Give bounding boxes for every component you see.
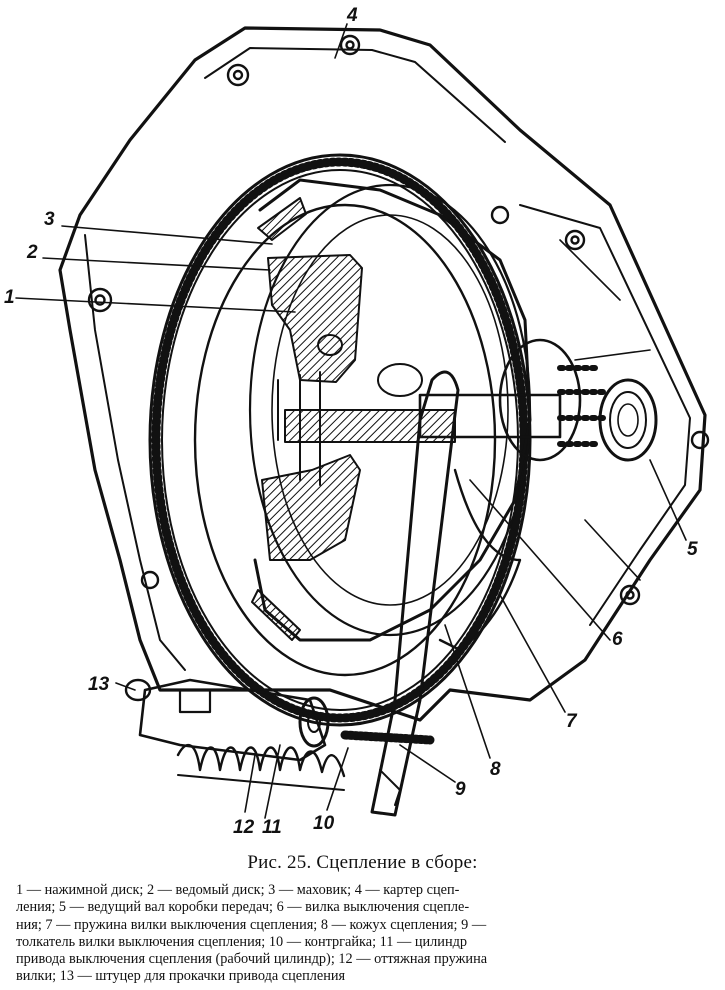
clutch-drawing — [15, 23, 710, 819]
callout-3: 3 — [44, 209, 55, 230]
callout-6: 6 — [612, 629, 623, 650]
callout-13: 13 — [88, 674, 110, 695]
flywheel-ring-gear — [148, 153, 532, 727]
figure-legend: 1 — нажимной диск; 2 — ведомый диск; 3 —… — [16, 882, 716, 986]
legend-line: вилки; 13 — штуцер для прокачки привода … — [16, 968, 346, 985]
callout-4: 4 — [347, 5, 358, 26]
legend-line: толкатель вилки выключения сцепления; 10… — [16, 933, 468, 950]
legend-line: ния; 7 — пружина вилки выключения сцепле… — [16, 916, 487, 933]
release-fork — [340, 370, 460, 817]
callout-11: 11 — [262, 817, 282, 838]
callout-10: 10 — [313, 813, 335, 834]
housing-bolt-holes — [87, 34, 710, 606]
callout-8: 8 — [490, 759, 501, 780]
legend-line: ления; 5 — ведущий вал коробки передач; … — [16, 899, 470, 916]
fork-spring — [438, 468, 522, 652]
legend-line: 1 — нажимной диск; 2 — ведомый диск; 3 —… — [16, 882, 460, 898]
callout-5: 5 — [687, 539, 698, 560]
legend-line: привода выключения сцепления (рабочий ци… — [16, 951, 488, 968]
input-shaft — [418, 338, 658, 462]
clutch-housing — [58, 26, 707, 722]
callout-1: 1 — [4, 287, 15, 308]
figure-caption: Рис. 25. Сцепление в сборе: — [247, 852, 478, 873]
slave-cylinder-assembly — [124, 678, 346, 791]
clutch-cover — [248, 178, 532, 642]
callout-2: 2 — [27, 242, 38, 263]
pressure-and-driven-discs — [261, 254, 456, 561]
leader-lines — [15, 23, 687, 819]
callout-9: 9 — [455, 779, 466, 800]
clutch-assembly-illustration: 4 3 2 1 5 6 7 8 9 10 11 12 13 — [4, 5, 710, 838]
callout-12: 12 — [233, 817, 255, 838]
callout-7: 7 — [566, 711, 577, 732]
